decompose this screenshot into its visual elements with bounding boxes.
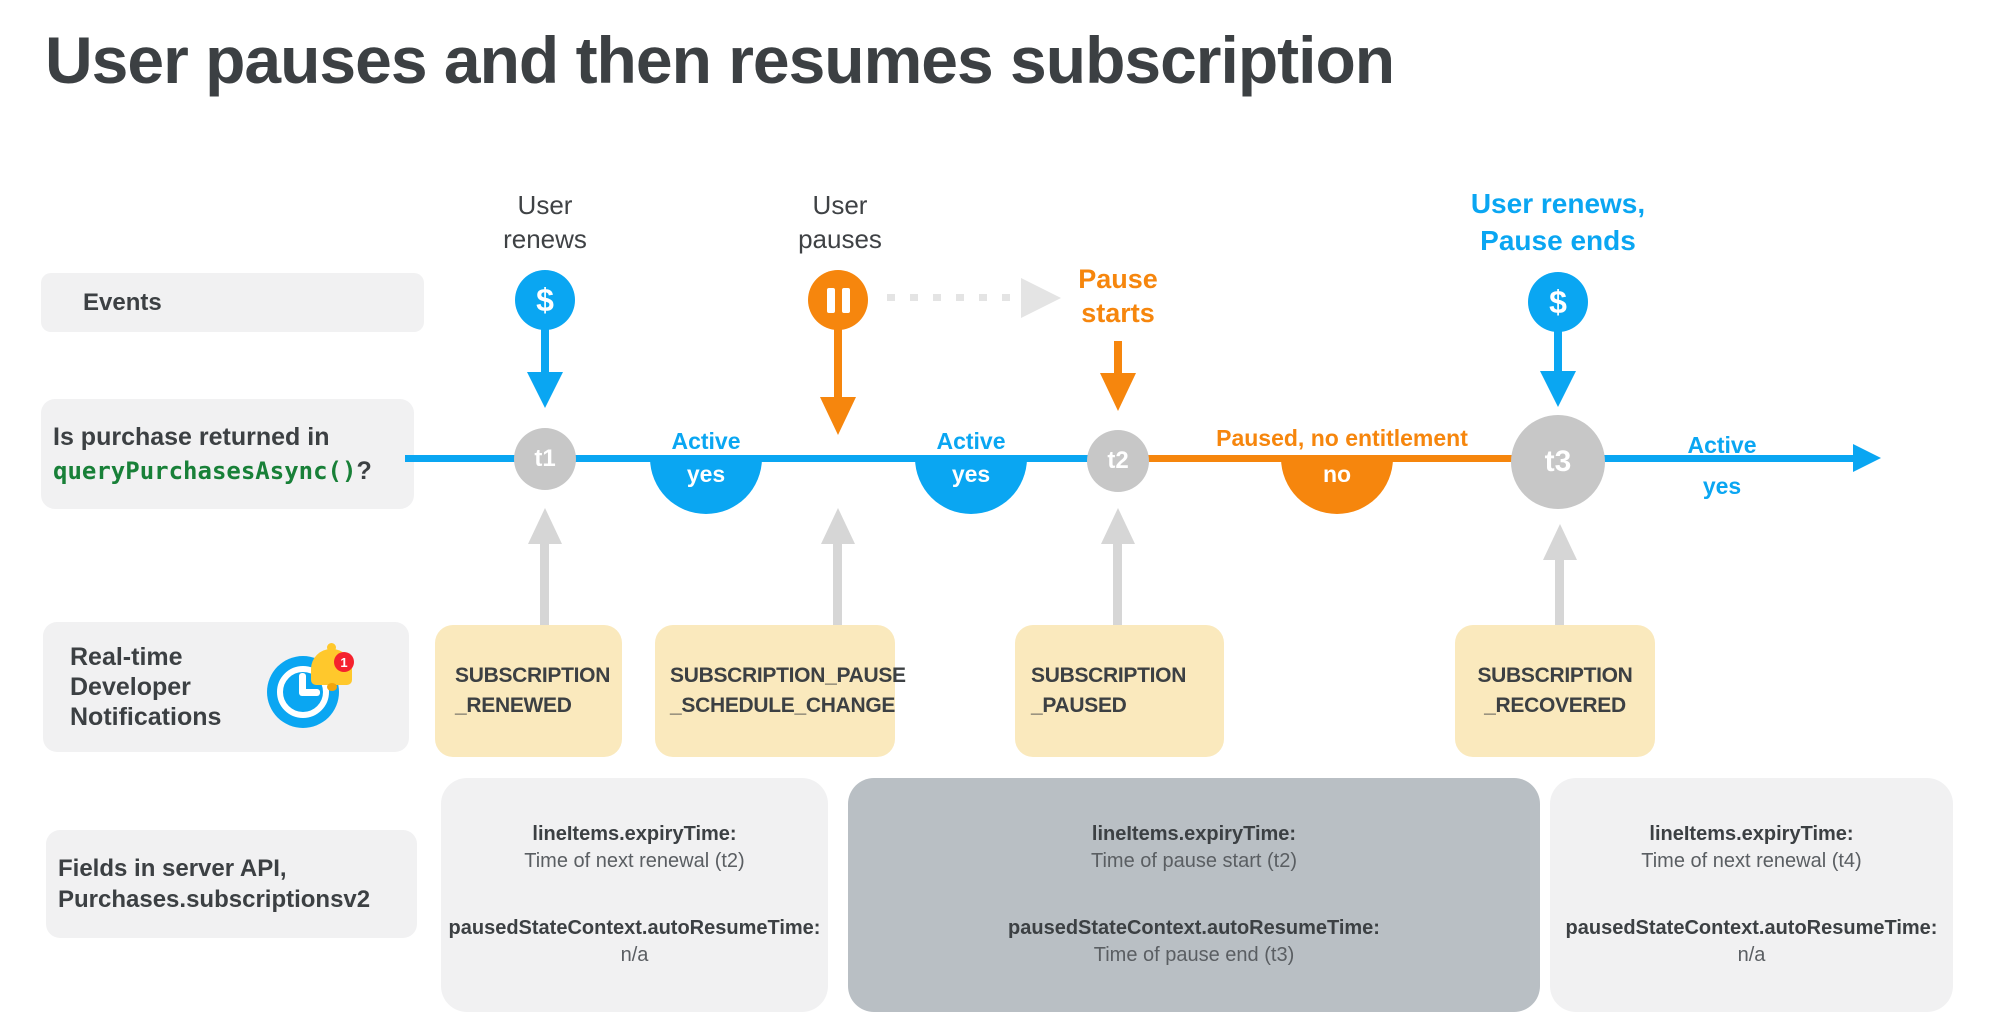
up-arrow-icon: [833, 542, 842, 625]
dollar-icon: $: [1528, 272, 1588, 332]
timeline-node-t2: t2: [1087, 430, 1149, 492]
fields-api-label: Fields in server API, Purchases.subscrip…: [58, 855, 371, 913]
down-arrow-icon: [834, 328, 842, 399]
event-label-user-renews-pause-ends: User renews, Pause ends: [1470, 188, 1646, 256]
events-label: Events: [83, 288, 162, 316]
event-label-user-pauses: User pauses: [798, 190, 882, 254]
status-active-1: Active: [671, 428, 741, 454]
up-arrow-icon: [1555, 558, 1564, 625]
status-bubble-yes-2: yes: [915, 458, 1027, 514]
timeline-arrowhead-icon: [1853, 444, 1881, 472]
field-name: lineItems.expiryTime:: [1649, 823, 1854, 845]
timeline-node-t1: t1: [514, 428, 576, 490]
page-title: User pauses and then resumes subscriptio…: [45, 23, 1395, 97]
dollar-icon: $: [515, 270, 575, 330]
field-value: Time of pause end (t3): [1093, 944, 1295, 966]
field-value: Time of next renewal (t2): [524, 850, 745, 872]
field-name: lineItems.expiryTime:: [1091, 823, 1297, 845]
rtdn-label: Real-time Developer Notifications: [70, 643, 222, 731]
notification-box-subscription-recovered: SUBSCRIPTION _RECOVERED: [1455, 625, 1655, 757]
up-arrowhead-icon: [821, 508, 855, 544]
status-paused: Paused, no entitlement: [1216, 425, 1468, 451]
up-arrowhead-icon: [1543, 524, 1577, 560]
badge-count: 1: [340, 654, 348, 670]
dotted-arrow-icon: [887, 294, 1020, 301]
purchase-question-line1: Is purchase returned in: [53, 423, 330, 451]
up-arrow-icon: [1113, 542, 1122, 625]
pause-icon: [808, 270, 868, 330]
up-arrowhead-icon: [528, 508, 562, 544]
timeline-segment-active-2: [1558, 455, 1855, 462]
field-value: n/a: [1737, 944, 1766, 966]
down-arrowhead-icon: [1100, 373, 1136, 411]
status-active-3-value: yes: [1702, 473, 1742, 499]
api-fields-box-1: lineItems.expiryTime: Time of next renew…: [441, 778, 828, 1012]
field-name: pausedStateContext.autoResumeTime:: [1008, 917, 1380, 939]
row-label-fields-api: Fields in server API, Purchases.subscrip…: [46, 830, 417, 938]
notification-box-subscription-paused: SUBSCRIPTION _PAUSED: [1015, 625, 1224, 757]
bell-handle-icon: [327, 643, 336, 652]
clock-ring-icon: [277, 666, 329, 718]
down-arrow-icon: [1554, 330, 1562, 375]
notification-box-subscription-pause-schedule-change: SUBSCRIPTION_PAUSE _SCHEDULE_CHANGE: [655, 625, 906, 757]
field-name: pausedStateContext.autoResumeTime:: [448, 917, 821, 939]
down-arrow-icon: [541, 328, 549, 374]
dotted-arrowhead-icon: [1021, 278, 1061, 318]
event-label-pause-starts: Pause starts: [1078, 264, 1158, 328]
notification-count-badge: 1: [334, 652, 354, 672]
query-purchases-async-code: queryPurchasesAsync(): [53, 457, 357, 485]
up-arrow-icon: [540, 542, 549, 625]
clock-hour-hand-icon: [301, 689, 320, 696]
bell-clapper-icon: [327, 683, 337, 691]
question-mark: ?: [356, 457, 372, 485]
event-label-user-renews: User renews: [503, 190, 587, 254]
field-value: n/a: [620, 944, 649, 966]
timeline-node-t3: t3: [1511, 415, 1605, 509]
status-active-2: Active: [936, 428, 1006, 454]
field-value: Time of pause start (t2): [1091, 850, 1297, 872]
row-label-events: Events: [41, 273, 424, 332]
api-fields-box-2: lineItems.expiryTime: Time of pause star…: [848, 778, 1540, 1012]
field-name: lineItems.expiryTime:: [532, 823, 737, 845]
up-arrowhead-icon: [1101, 508, 1135, 544]
purchase-question-line2: queryPurchasesAsync()?: [53, 454, 414, 488]
row-label-purchase-question: Is purchase returned in queryPurchasesAs…: [41, 399, 414, 509]
down-arrowhead-icon: [820, 397, 856, 435]
status-bubble-yes-1: yes: [650, 458, 762, 514]
down-arrowhead-icon: [1540, 371, 1576, 407]
field-name: pausedStateContext.autoResumeTime:: [1565, 917, 1938, 939]
status-bubble-no: no: [1281, 458, 1393, 514]
down-arrowhead-icon: [527, 372, 563, 408]
status-active-3: Active: [1687, 432, 1757, 458]
row-label-rtdn: Real-time Developer Notifications: [43, 622, 409, 752]
api-fields-box-3: lineItems.expiryTime: Time of next renew…: [1550, 778, 1953, 1012]
field-value: Time of next renewal (t4): [1641, 850, 1862, 872]
clock-minute-hand-icon: [299, 673, 306, 696]
down-arrow-icon: [1114, 341, 1122, 375]
notification-box-subscription-renewed: SUBSCRIPTION _RENEWED: [435, 625, 622, 757]
